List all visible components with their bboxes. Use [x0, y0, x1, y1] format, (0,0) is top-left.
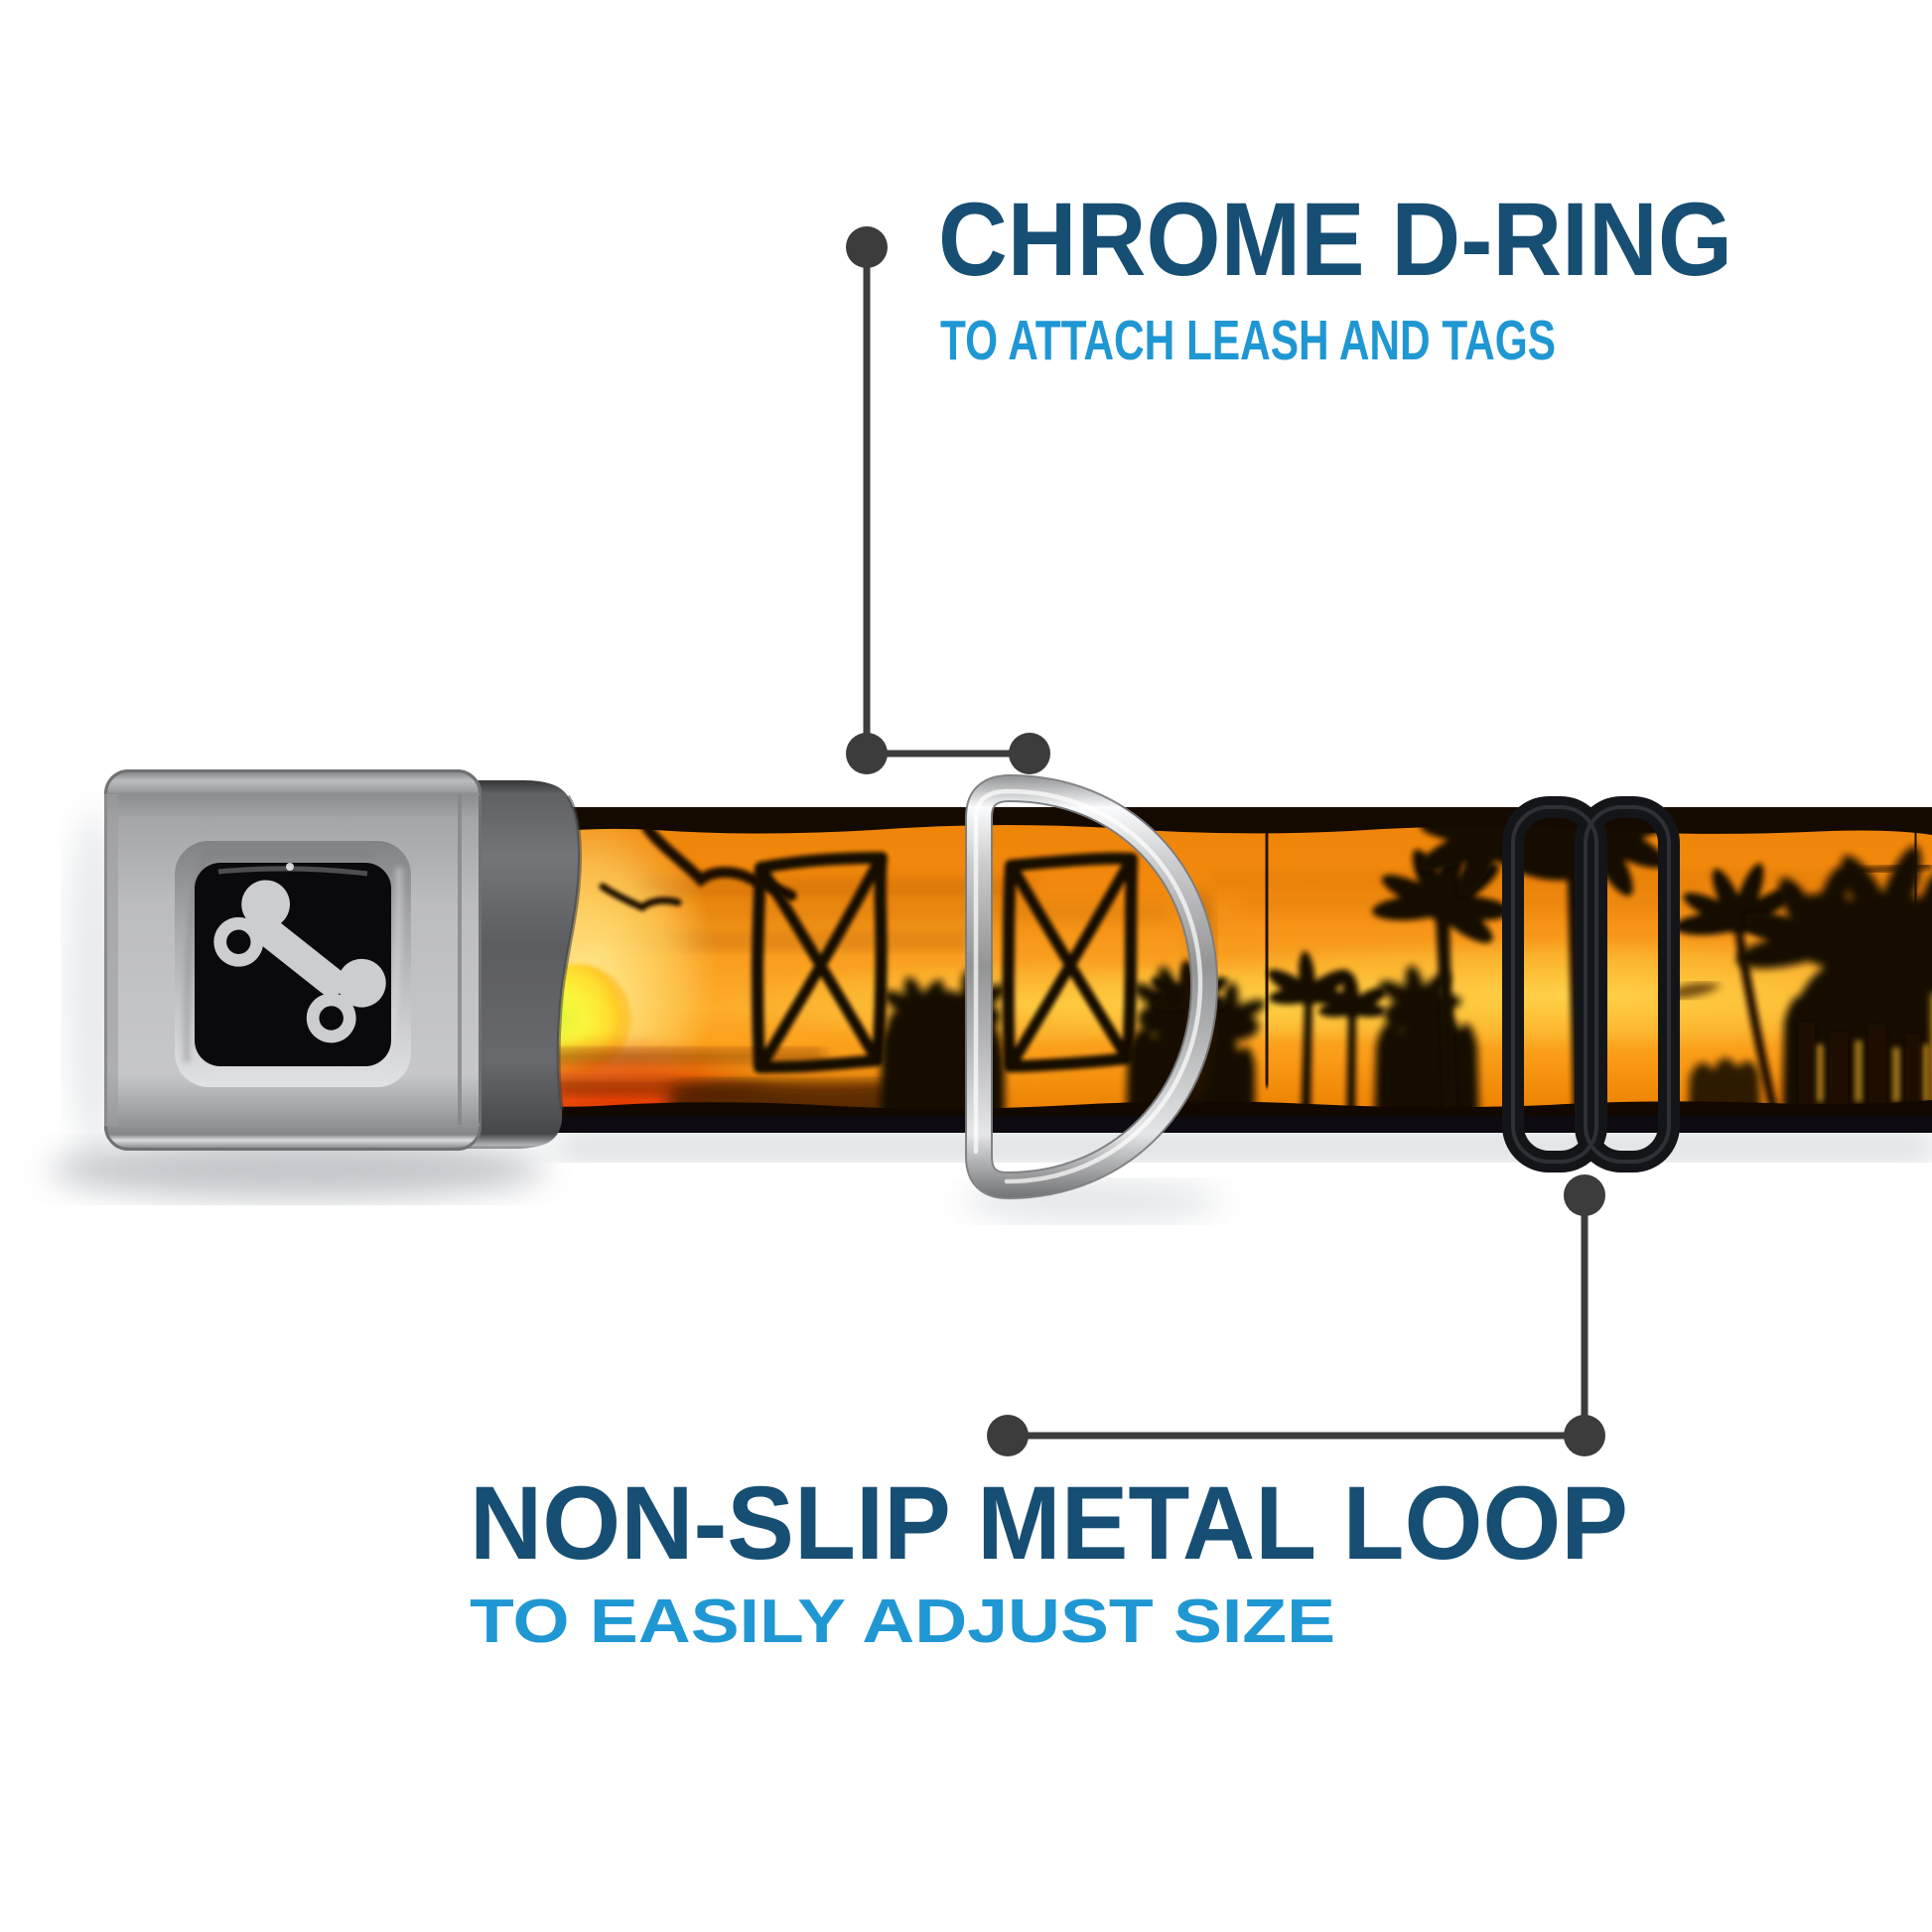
- svg-text:CHROME D-RING: CHROME D-RING: [938, 182, 1732, 298]
- svg-text:NON-SLIP METAL LOOP: NON-SLIP METAL LOOP: [470, 1465, 1628, 1582]
- svg-text:TO ATTACH LEASH AND TAGS: TO ATTACH LEASH AND TAGS: [940, 309, 1556, 372]
- svg-text:TO EASILY ADJUST SIZE: TO EASILY ADJUST SIZE: [470, 1587, 1335, 1656]
